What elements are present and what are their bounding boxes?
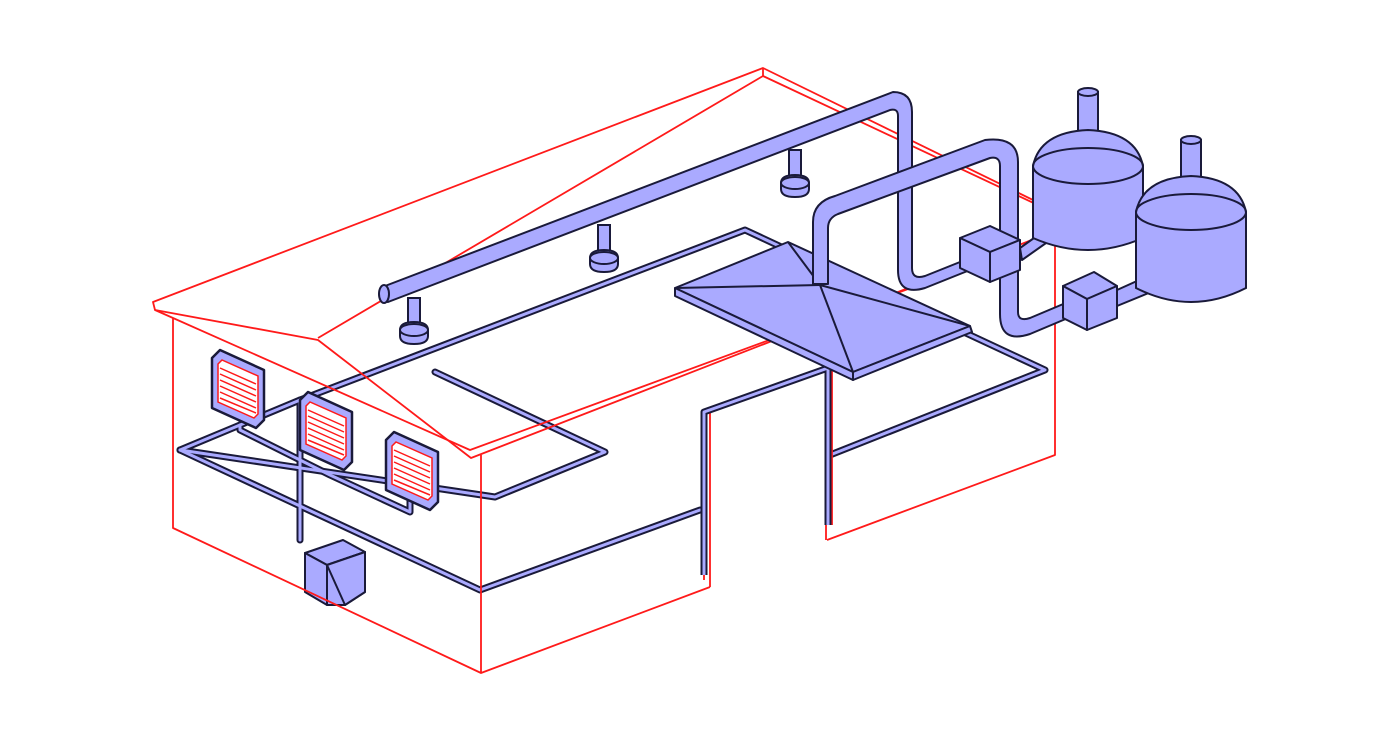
heater-icon [210, 348, 440, 512]
hood-icon [674, 138, 1069, 381]
wall-riser-pipes [700, 364, 832, 575]
diffuser-icon [399, 149, 810, 346]
tank-icon [1032, 87, 1247, 303]
fan-box-icon [959, 225, 1157, 331]
box-icon [304, 539, 366, 606]
duct-icon [378, 91, 976, 304]
